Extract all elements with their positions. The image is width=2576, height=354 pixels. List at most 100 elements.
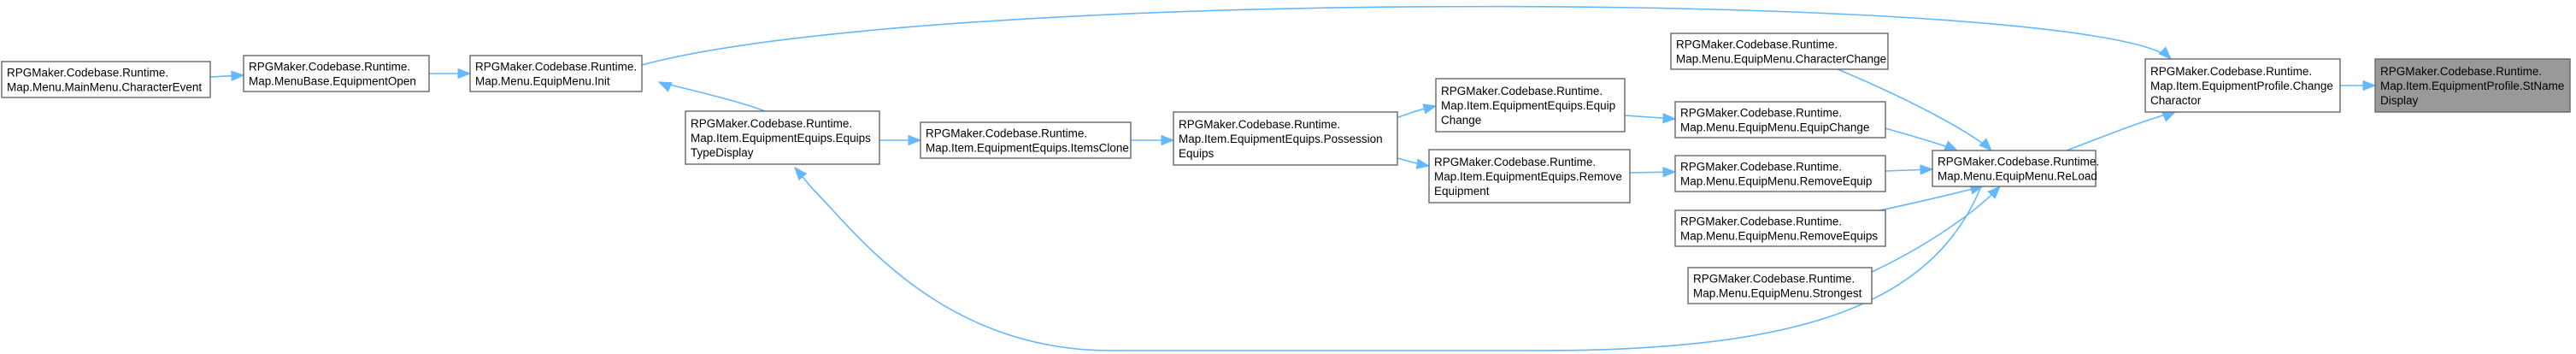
nodes-layer: RPGMaker.Codebase.Runtime. Map.Item.Equip… [1, 32, 2571, 304]
node-equipmenu-removeequips[interactable]: RPGMaker.Codebase.Runtime. Map.Menu.Equip… [1674, 209, 1886, 247]
edge-equips_removeequipment-to-equipmenu_removeequip [1629, 167, 1677, 178]
node-box [1173, 111, 1398, 166]
edge-equipmenu_characterchange-to-equipmenu_reload [1837, 68, 1992, 151]
node-label-line: Charactor [2150, 94, 2202, 107]
node-label-line: Change [1441, 114, 1481, 127]
edge-equipmenu_reload-to-change_charactor [2066, 111, 2177, 151]
edge-equipmenu_init-to-change_charactor [641, 5, 2172, 66]
edge-arrowhead [657, 81, 673, 92]
node-label-line: RPGMaker.Codebase.Runtime. [1434, 156, 1596, 168]
node-label-line: Map.Menu.MainMenu.CharacterEvent [7, 81, 202, 94]
node-box [2144, 58, 2341, 113]
node-box [1428, 149, 1631, 204]
node-equipmenu-equipchange[interactable]: RPGMaker.Codebase.Runtime.Map.Menu.Equip… [1674, 101, 1886, 139]
node-label-line: RPGMaker.Codebase.Runtime. [1680, 215, 1842, 228]
edge-line [2066, 111, 2176, 151]
node-box [685, 110, 880, 165]
edge-equips_typedisplay-to-equips_itemsclone [879, 134, 922, 146]
edge-arrowhead [794, 166, 808, 181]
edge-equipmenu_equipchange-to-equipmenu_reload [1885, 127, 1959, 151]
node-menubase-equipmentopen[interactable]: RPGMaker.Codebase.Runtime.Map.MenuBase.E… [243, 55, 430, 92]
node-equips-itemsclone[interactable]: RPGMaker.Codebase.Runtime. Map.Item.Equip… [920, 121, 1132, 159]
node-box [1, 61, 211, 98]
edge-mainmenu_characterevent-to-menubase_equipmentopen [209, 70, 245, 81]
node-equips-removeequipment[interactable]: RPGMaker.Codebase.Runtime. Map.Item.Equip… [1428, 149, 1631, 204]
edge-line [658, 81, 766, 112]
node-change-charactor[interactable]: RPGMaker.Codebase.Runtime. Map.Item.Equip… [2144, 58, 2341, 113]
edge-line [1871, 186, 2001, 273]
edge-arrowhead [1944, 140, 1959, 151]
node-label-line: RPGMaker.Codebase.Runtime. [475, 61, 637, 74]
node-box [1932, 150, 2097, 187]
edge-menubase_equipmentopen-to-equipmenu_init [429, 68, 472, 80]
edge-arrowhead [1987, 186, 2001, 199]
node-label-line: RPGMaker.Codebase.Runtime. [926, 127, 1087, 140]
edge-arrowhead [1415, 158, 1431, 169]
edge-equipmenu_reload-to-equips_typedisplay [794, 166, 1982, 351]
node-label-line: Map.Item.EquipmentEquips.Possession [1179, 133, 1383, 145]
node-label-line: RPGMaker.Codebase.Runtime. [249, 61, 410, 74]
node-label-line: Map.Item.EquipmentProfile.Change [2150, 80, 2333, 92]
edge-equips_equipchange-to-equipmenu_equipchange [1624, 113, 1677, 124]
node-equipmenu-strongest[interactable]: RPGMaker.Codebase.Runtime.Map.Menu.Equip… [1687, 267, 1873, 304]
edge-line [641, 5, 2172, 66]
node-equipmenu-removeequip[interactable]: RPGMaker.Codebase.Runtime.Map.Menu.Equip… [1674, 155, 1886, 192]
node-label-line: Display [2380, 94, 2419, 107]
edge-arrowhead [457, 68, 472, 80]
node-equips-typedisplay[interactable]: RPGMaker.Codebase.Runtime. Map.Item.Equip… [685, 110, 880, 165]
edge-equipmenu_strongest-to-equipmenu_reload [1871, 186, 2001, 273]
node-label-line: Map.Item.EquipmentEquips.Equips [691, 132, 871, 145]
edge-line [794, 167, 1982, 351]
node-equipmenu-init[interactable]: RPGMaker.Codebase.Runtime.Map.Menu.Equip… [469, 55, 643, 92]
node-label-line: RPGMaker.Codebase.Runtime. [2380, 65, 2542, 78]
node-label-line: RPGMaker.Codebase.Runtime. [2150, 65, 2312, 78]
node-equips-possessionequips[interactable]: RPGMaker.Codebase.Runtime. Map.Item.Equip… [1173, 111, 1398, 166]
edge-arrowhead [1422, 103, 1438, 115]
node-label-line: Map.Item.EquipmentEquips.ItemsClone [926, 142, 1129, 155]
node-label-line: Map.Item.EquipmentEquips.Remove [1434, 170, 1622, 183]
node-box [1670, 32, 1889, 70]
node-box [2374, 58, 2571, 113]
node-box [1674, 101, 1886, 139]
node-equips-equipchange[interactable]: RPGMaker.Codebase.Runtime. Map.Item.Equip… [1435, 78, 1626, 133]
edge-equipmenu_removeequip-to-equipmenu_reload [1885, 164, 1934, 175]
node-label-line: Map.Menu.EquipMenu.RemoveEquip [1680, 175, 1872, 188]
node-equipmenu-characterchange[interactable]: RPGMaker.Codebase.Runtime.Map.Menu.Equip… [1670, 32, 1889, 70]
node-label-line: Map.Item.EquipmentProfile.StName [2380, 80, 2564, 92]
node-label-line: Equips [1179, 147, 1214, 160]
edge-arrowhead [1662, 167, 1677, 178]
node-label-line: RPGMaker.Codebase.Runtime. [7, 67, 168, 80]
node-box [1674, 209, 1886, 247]
edge-arrowhead [2161, 111, 2177, 122]
node-box [1435, 78, 1626, 133]
node-box [243, 55, 430, 92]
node-label-line: RPGMaker.Codebase.Runtime. [1179, 118, 1340, 131]
edge-arrowhead [1161, 134, 1175, 146]
edge-line [1837, 68, 1992, 151]
node-equipmenu-reload[interactable]: RPGMaker.Codebase.Runtime.Map.Menu.Equip… [1932, 150, 2099, 187]
node-label-line: Map.Menu.EquipMenu.CharacterChange [1676, 53, 1886, 66]
node-label-line: Map.Menu.EquipMenu.EquipChange [1680, 121, 1869, 134]
node-label-line: RPGMaker.Codebase.Runtime. [691, 117, 852, 130]
node-stname-display[interactable]: RPGMaker.Codebase.Runtime. Map.Item.Equip… [2374, 58, 2571, 113]
edges-layer [209, 5, 2377, 351]
edge-arrowhead [1920, 164, 1934, 175]
edge-arrowhead [2362, 80, 2377, 91]
node-label-line: Map.Menu.EquipMenu.Strongest [1693, 287, 1862, 300]
node-mainmenu-characterevent[interactable]: RPGMaker.Codebase.Runtime.Map.Menu.MainM… [1, 61, 211, 98]
node-label-line: Map.Item.EquipmentEquips.Equip [1441, 99, 1615, 112]
node-label-line: Equipment [1434, 185, 1490, 198]
node-label-line: RPGMaker.Codebase.Runtime. [1441, 85, 1603, 97]
node-label-line: Map.Menu.EquipMenu.ReLoad [1938, 170, 2097, 183]
node-box [469, 55, 643, 92]
edge-arrowhead [1979, 138, 1992, 151]
edge-arrowhead [231, 70, 245, 81]
edge-equips_itemsclone-to-equips_possessionequips [1131, 134, 1175, 146]
edge-equipmenu_init-to-equips_typedisplay [657, 81, 766, 112]
node-box [1687, 267, 1873, 304]
node-box [920, 121, 1132, 159]
node-label-line: Map.Menu.EquipMenu.RemoveEquips [1680, 230, 1878, 243]
node-label-line: RPGMaker.Codebase.Runtime. [1680, 107, 1842, 120]
edge-arrowhead [908, 134, 922, 146]
